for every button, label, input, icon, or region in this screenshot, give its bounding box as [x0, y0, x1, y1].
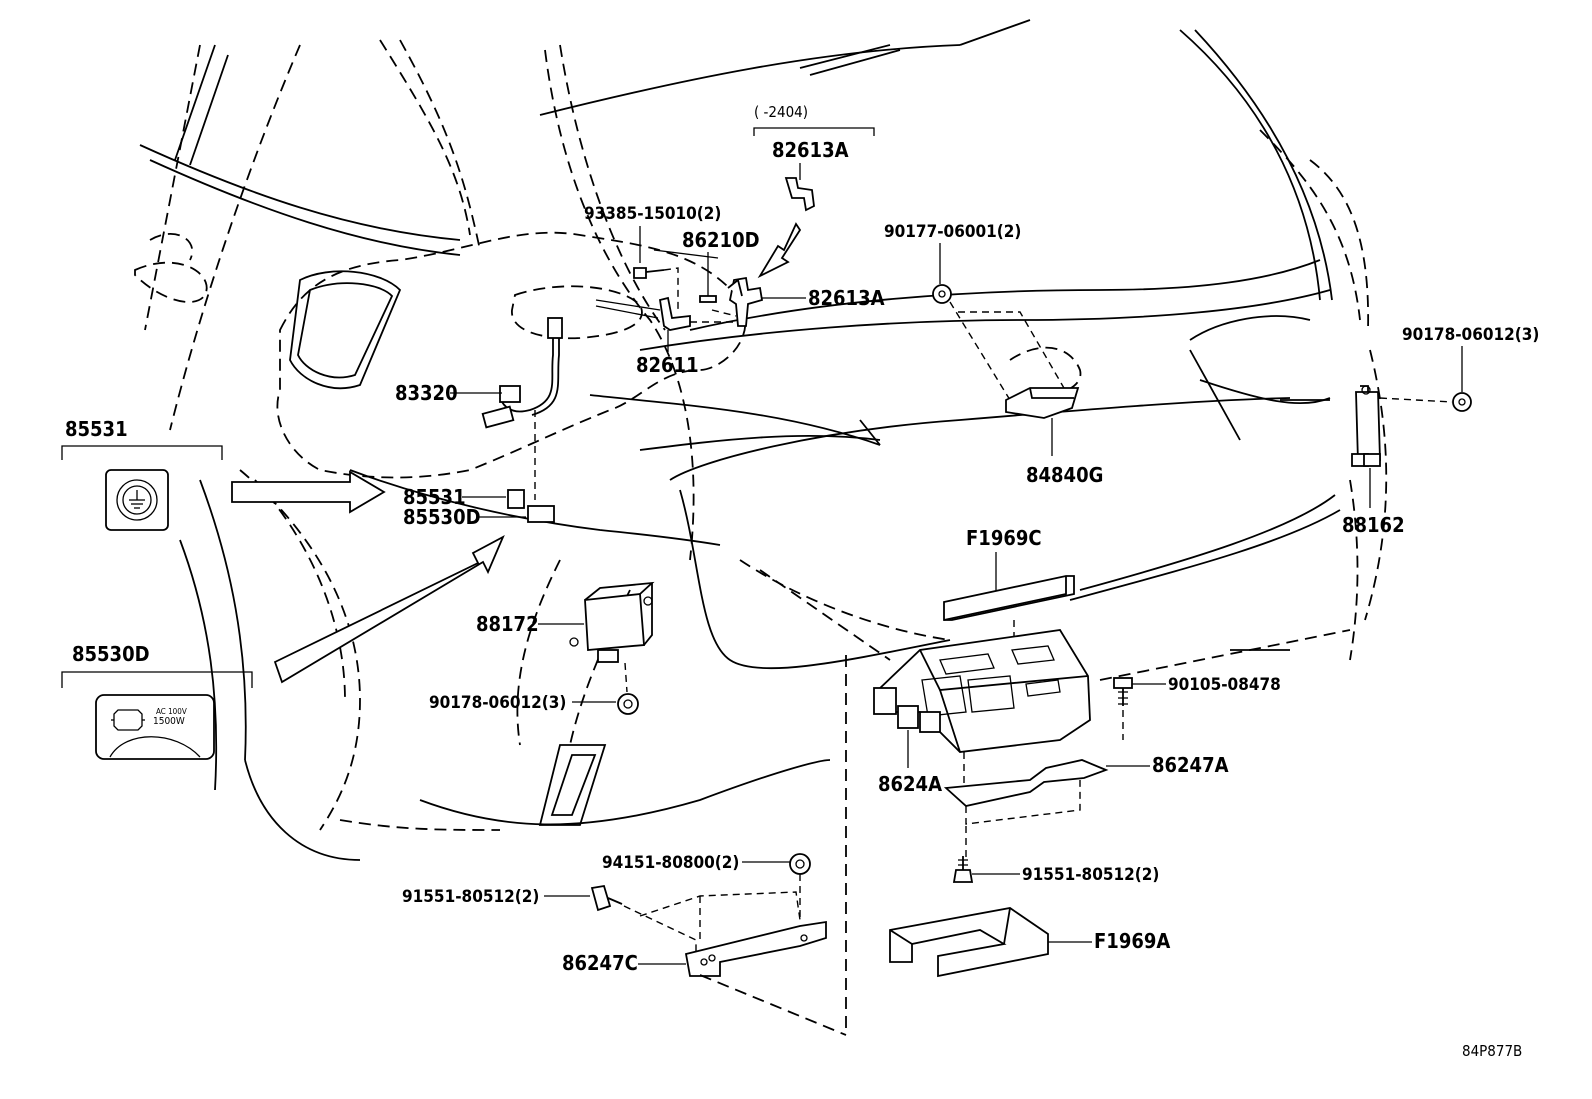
callout-82613a: 82613A — [808, 286, 885, 310]
callout-85531: 85531 — [403, 485, 466, 509]
part-86247c-bracket: 86247C — [562, 891, 847, 1036]
part-94151-nut: 94151-80800(2) — [602, 853, 811, 920]
callout-90177: 90177-06001(2) — [884, 222, 1021, 242]
callout-f1969a: F1969A — [1094, 929, 1170, 953]
callout-86210d: 86210D — [682, 228, 760, 252]
arrow-to-82613a — [757, 222, 802, 279]
outlet-rating-line1: AC 100V — [156, 707, 187, 716]
callout-93385: 93385-15010(2) — [584, 204, 721, 224]
part-90105-bolt: 90105-08478 — [1113, 675, 1281, 740]
vehicle-body-outline — [134, 19, 1388, 861]
callout-8624a: 8624A — [878, 772, 942, 796]
callout-82611: 82611 — [636, 353, 699, 377]
callout-85531-detail: 85531 — [65, 417, 128, 441]
part-86247a-bracket: 86247A — [943, 752, 1229, 860]
part-85531-85530d: 85531 85530D — [403, 410, 555, 529]
callout-91551-left: 91551-80512(2) — [402, 887, 539, 907]
part-f1969c-strip: F1969C — [943, 526, 1075, 621]
callout-88162: 88162 — [1342, 513, 1405, 537]
outlet-rating-line2: 1500W — [153, 716, 185, 727]
part-88172-module: 88172 90178-06012(3) — [429, 581, 655, 715]
callout-85530d-detail: 85530D — [72, 642, 150, 666]
part-f1969a-pad: F1969A — [889, 907, 1170, 978]
part-91551-right-bolt: 91551-80512(2) — [952, 856, 1159, 885]
callout-90178-right: 90178-06012(3) — [1402, 325, 1539, 345]
outlet-power-detail: 85530D AC 100V 1500W — [61, 535, 505, 760]
callout-84840g: 84840G — [1026, 463, 1103, 487]
ground-symbol-icon — [116, 479, 158, 521]
arrow-to-85531 — [231, 470, 386, 514]
arrow-to-85530d — [273, 535, 505, 684]
callout-82613a-top: 82613A — [772, 138, 849, 162]
part-83320-harness: 83320 — [395, 317, 563, 429]
drawing-code: 84P877B — [1462, 1042, 1522, 1060]
callout-86247c: 86247C — [562, 951, 638, 975]
part-91551-left-bolt: 91551-80512(2) — [402, 884, 623, 912]
callout-f1969c: F1969C — [966, 526, 1042, 550]
part-84840g-switch: 90177-06001(2) 84840G — [884, 222, 1103, 487]
part-8624a-control-unit: 8624A — [759, 569, 1091, 1035]
callout-83320: 83320 — [395, 381, 458, 405]
callout-88172: 88172 — [476, 612, 539, 636]
part-88162-sensor: 90178-06012(3) 88162 — [1342, 325, 1539, 537]
callout-86247a: 86247A — [1152, 753, 1229, 777]
part-charge-lid-hinge: 93385-15010(2) 86210D 82611 82613A ( -24… — [584, 103, 885, 377]
date-range-note: ( -2404) — [754, 103, 808, 121]
outlet-ground-detail: 85531 — [61, 417, 386, 531]
callout-91551-right: 91551-80512(2) — [1022, 865, 1159, 885]
callout-94151: 94151-80800(2) — [602, 853, 739, 873]
callout-85530d: 85530D — [403, 505, 481, 529]
callout-90178-left: 90178-06012(3) — [429, 693, 566, 713]
callout-90105: 90105-08478 — [1168, 675, 1281, 695]
power-outlet-icon — [111, 709, 145, 731]
